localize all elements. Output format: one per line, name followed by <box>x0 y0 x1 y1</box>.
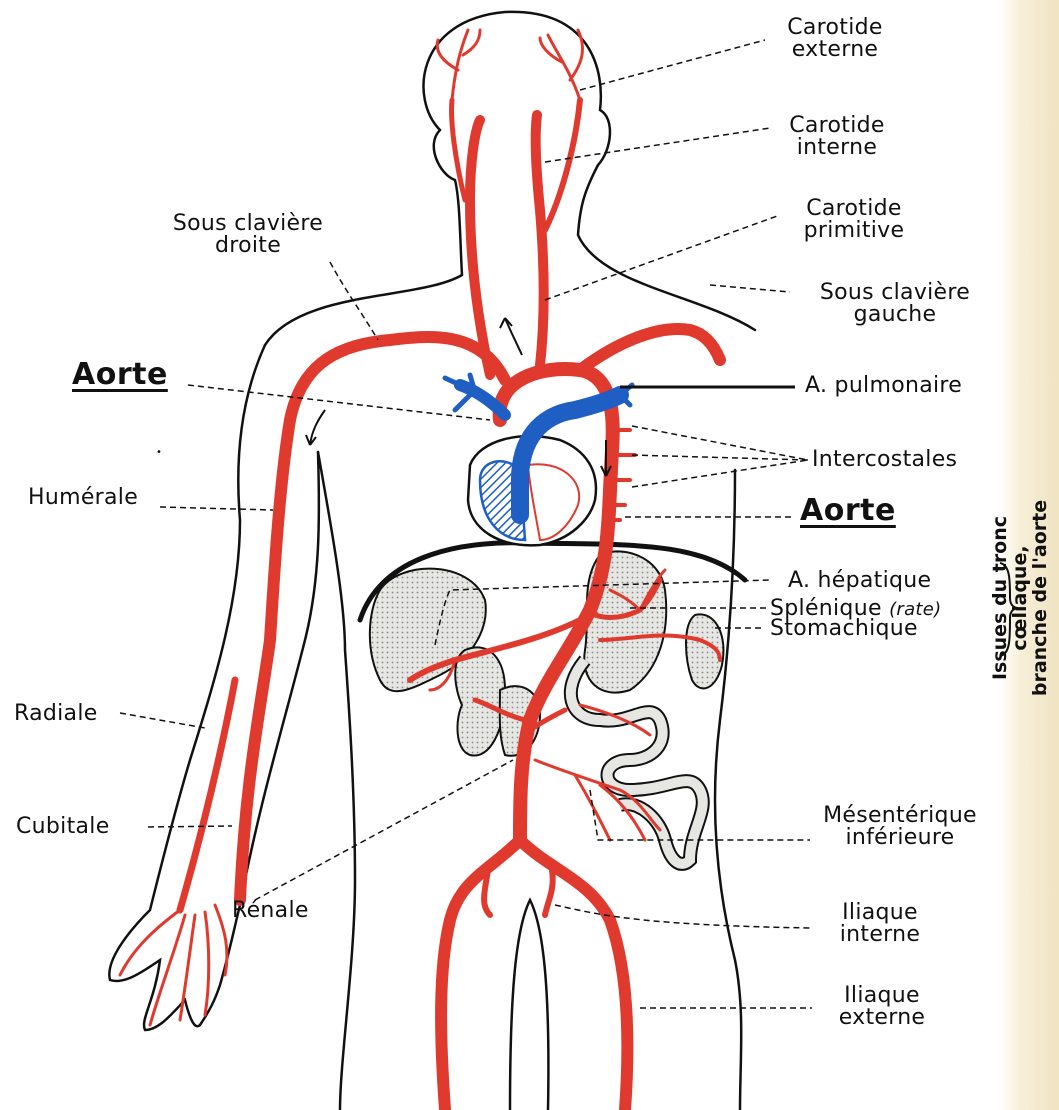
body-outline <box>109 12 755 1110</box>
organs <box>370 551 724 864</box>
iliac-left <box>441 840 520 1110</box>
label-renale: Rénale <box>232 900 309 922</box>
label-a-pulmonaire: A. pulmonaire <box>805 375 962 397</box>
label-aorte-right: Aorte <box>800 500 896 522</box>
svg-text:•: • <box>156 447 162 458</box>
carotid-left <box>536 115 544 365</box>
label-radiale: Radiale <box>14 703 98 725</box>
iliac-right <box>520 840 627 1110</box>
label-humerale: Humérale <box>28 487 138 509</box>
label-intercostales: Intercostales <box>812 449 957 471</box>
label-a-hepatique: A. hépatique <box>788 570 931 592</box>
subclavian-left <box>580 329 720 370</box>
label-stomachique: Stomachique <box>770 618 918 640</box>
label-aorte-left: Aorte <box>72 364 168 386</box>
label-cubitale: Cubitale <box>16 816 110 838</box>
carotid-right <box>470 120 490 375</box>
